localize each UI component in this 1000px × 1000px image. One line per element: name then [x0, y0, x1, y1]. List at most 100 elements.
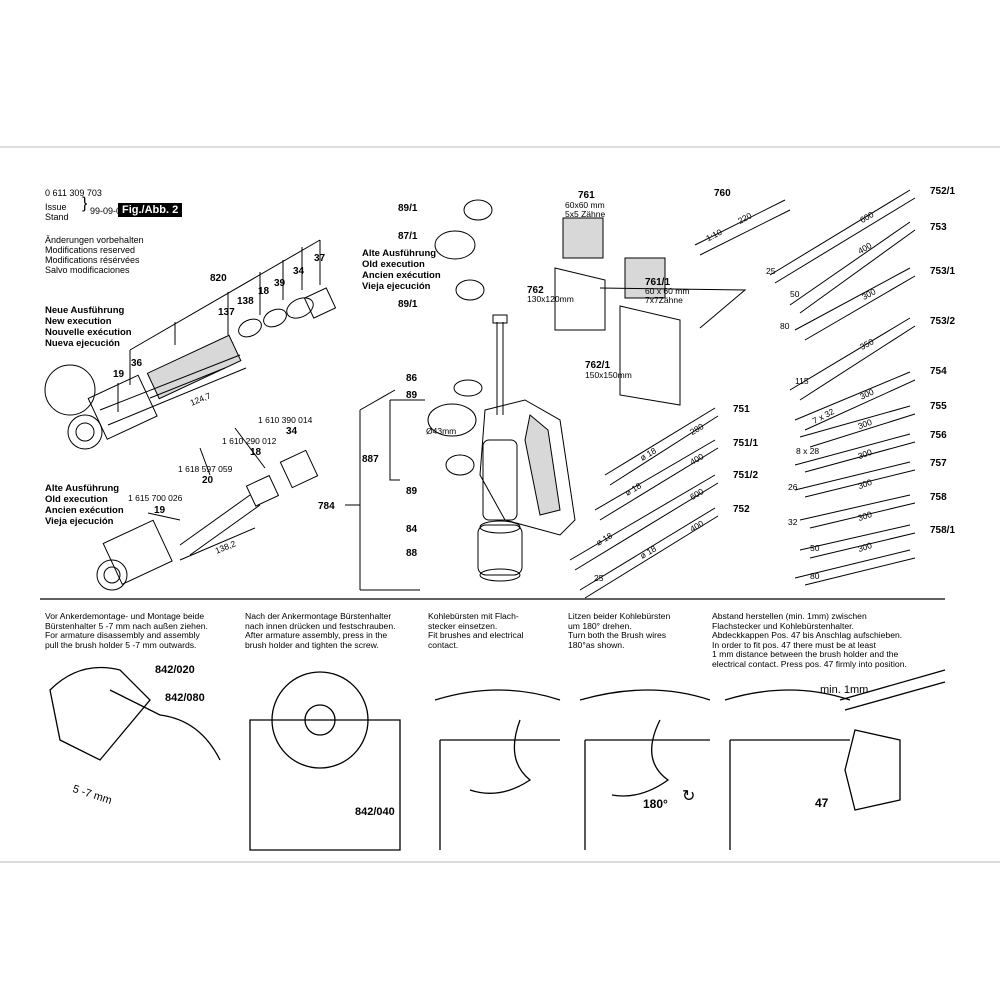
callout-36: 36 — [131, 358, 143, 369]
pn-1610290012: 1 610 290 012 — [222, 436, 277, 446]
callout-761-teeth: 5x5 Zähne — [565, 209, 606, 219]
callout-18-bottom: 18 — [250, 447, 262, 458]
callout-761: 761 — [578, 190, 595, 201]
tool-755-width: 8 x 28 — [796, 446, 820, 456]
callout-842-080: 842/080 — [165, 692, 205, 704]
old-execution-top-es: Vieja ejecución — [362, 281, 431, 292]
callout-752-1: 752/1 — [930, 186, 956, 197]
old-execution-es: Vieja ejecución — [45, 516, 114, 527]
tool-753-width: 50 — [790, 289, 800, 299]
callout-751: 751 — [733, 404, 750, 415]
callout-762-1-size: 150x150mm — [585, 370, 632, 380]
callout-18: 18 — [258, 286, 270, 297]
modifications-fr: Modifications résérvées — [45, 255, 140, 265]
old-execution-en: Old execution — [45, 494, 108, 505]
callout-761-1-teeth: 7x7Zähne — [645, 295, 683, 305]
callout-887: 887 — [362, 454, 379, 465]
callout-762: 762 — [527, 285, 544, 296]
callout-89-b: 89 — [406, 486, 418, 497]
callout-752: 752 — [733, 504, 750, 515]
callout-19-bottom: 19 — [154, 505, 166, 516]
issue-brace: } — [82, 195, 88, 212]
callout-751-1: 751/1 — [733, 438, 759, 449]
bottom-sketches — [49, 666, 946, 851]
callout-756: 756 — [930, 430, 947, 441]
callout-37: 37 — [314, 253, 326, 264]
callout-758-1: 758/1 — [930, 525, 956, 536]
tool-753-2-width: 115 — [795, 376, 809, 386]
instruction-col3: Kohlebürsten mit Flach- stecker einsetze… — [428, 611, 524, 650]
callout-84: 84 — [406, 524, 418, 535]
callout-138: 138 — [237, 296, 254, 307]
callout-761-1: 761/1 — [645, 277, 671, 288]
callout-755: 755 — [930, 401, 947, 412]
callout-34: 34 — [293, 266, 305, 277]
instruction-col4: Litzen beider Kohlebürsten um 180° drehe… — [568, 611, 671, 650]
callout-760: 760 — [714, 188, 731, 199]
modifications-de: Änderungen vorbehalten — [45, 235, 144, 245]
callout-753: 753 — [930, 222, 947, 233]
new-execution-en: New execution — [45, 316, 112, 327]
pn-1615700026: 1 615 700 026 — [128, 493, 183, 503]
callout-137: 137 — [218, 307, 235, 318]
modifications-es: Salvo modificaciones — [45, 265, 130, 275]
callout-89-a: 89 — [406, 390, 418, 401]
callout-842-040: 842/040 — [355, 806, 395, 818]
rotation-180: 180° — [643, 797, 668, 811]
callout-34-bottom: 34 — [286, 426, 298, 437]
callout-757: 757 — [930, 458, 947, 469]
plates — [554, 217, 747, 406]
tool-757-width: 32 — [788, 517, 798, 527]
callout-754: 754 — [930, 366, 947, 377]
armature-top — [99, 287, 337, 426]
middle-chisels — [569, 407, 719, 599]
new-execution-de: Neue Ausführung — [45, 305, 125, 316]
callout-758: 758 — [930, 492, 947, 503]
new-execution-fr: Nouvelle exécution — [45, 327, 132, 338]
tool-756-width: 26 — [788, 482, 798, 492]
housing-top — [44, 364, 158, 450]
callout-753-2: 753/2 — [930, 316, 956, 327]
callout-753-1: 753/1 — [930, 266, 956, 277]
stand-label: Stand — [45, 212, 69, 222]
tool-752-1-width: 25 — [766, 266, 776, 276]
tool-753-1-width: 80 — [780, 321, 790, 331]
figure-badge: Fig./Abb. 2 — [118, 203, 183, 217]
callout-87-1: 87/1 — [398, 231, 418, 242]
chisel-752-width: 25 — [594, 573, 604, 583]
callout-751-2: 751/2 — [733, 470, 759, 481]
callout-89-1-bottom: 89/1 — [398, 299, 418, 310]
old-execution-top-fr: Ancien exécution — [362, 270, 441, 281]
instruction-col2: Nach der Ankermontage Bürstenhalter nach… — [245, 611, 396, 650]
part-number: 0 611 309 703 — [45, 188, 102, 198]
callout-89-1-top: 89/1 — [398, 203, 418, 214]
pn-1610390014: 1 610 390 014 — [258, 415, 313, 425]
issue-date: 99-09-02 — [90, 206, 127, 216]
hammer-body — [477, 314, 576, 582]
rotate-arrow-icon: ↻ — [682, 788, 696, 805]
min-distance-label: min. 1mm — [820, 684, 869, 696]
old-execution-fr: Ancien exécution — [45, 505, 124, 516]
callout-39: 39 — [274, 278, 286, 289]
callout-784: 784 — [318, 501, 335, 512]
issue-label: Issue — [45, 202, 67, 212]
callout-47: 47 — [815, 796, 829, 810]
armature-bottom — [96, 427, 319, 591]
shank-760 — [694, 199, 791, 256]
old-execution-de: Alte Ausführung — [45, 483, 120, 494]
callout-86: 86 — [406, 373, 418, 384]
callout-761-1-size: 60 x 60 mm — [645, 286, 690, 296]
callout-761-size: 60x60 mm — [565, 200, 605, 210]
tool-758-1-width: 80 — [810, 571, 820, 581]
callout-19-top: 19 — [113, 369, 125, 380]
right-tools — [769, 189, 916, 586]
callout-820: 820 — [210, 273, 227, 284]
callout-762-size: 130x120mm — [527, 294, 574, 304]
callout-88: 88 — [406, 548, 418, 559]
callout-762-1: 762/1 — [585, 360, 611, 371]
callout-20: 20 — [202, 475, 214, 486]
clamp-parts — [427, 199, 493, 476]
instruction-col5: Abstand herstellen (min. 1mm) zwischen F… — [712, 611, 907, 669]
